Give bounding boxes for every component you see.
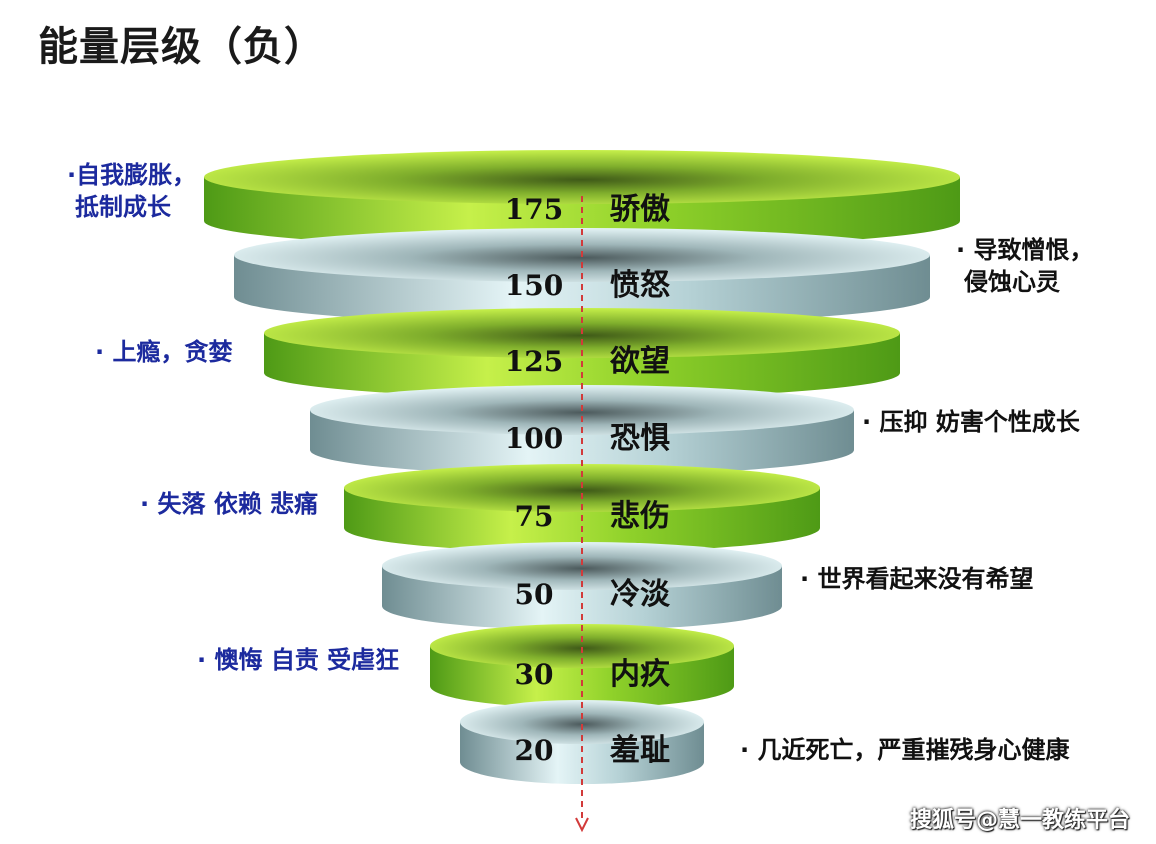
- disc-top: [382, 542, 782, 590]
- page-title: 能量层级（负）: [38, 23, 325, 70]
- note-line: · 几近死亡，严重摧残身心健康: [740, 736, 1070, 764]
- disc-top: [430, 624, 734, 668]
- level-note: · 导致憎恨， 侵蚀心灵: [956, 236, 1093, 296]
- note-line: · 世界看起来没有希望: [800, 565, 1033, 593]
- level-name: 愤怒: [610, 268, 670, 303]
- level-value: 175: [505, 193, 563, 226]
- level-note: · 压抑 妨害个性成长: [862, 408, 1081, 436]
- level-value: 20: [515, 734, 554, 767]
- level-name: 骄傲: [610, 192, 670, 227]
- level-value: 100: [505, 422, 563, 455]
- level-name: 冷淡: [610, 577, 671, 612]
- note-line: ·自我膨胀，: [67, 161, 196, 189]
- level-note: ·自我膨胀， 抵制成长: [67, 161, 196, 221]
- level-note: · 上瘾，贪婪: [95, 338, 232, 366]
- level-value: 75: [515, 500, 554, 533]
- level-name: 内疚: [610, 657, 670, 692]
- note-line: · 压抑 妨害个性成长: [862, 408, 1081, 436]
- note-line: 抵制成长: [75, 193, 172, 221]
- level-value: 125: [505, 345, 563, 378]
- level-value: 30: [515, 658, 554, 691]
- funnel-disc-20: [460, 700, 704, 784]
- note-line: · 失落 依赖 悲痛: [140, 490, 318, 518]
- note-line: · 导致憎恨，: [956, 236, 1093, 264]
- level-note: · 懊悔 自责 受虐狂: [197, 646, 399, 674]
- level-note: · 世界看起来没有希望: [800, 565, 1033, 593]
- note-line: 侵蚀心灵: [963, 268, 1060, 296]
- disc-top: [460, 700, 704, 744]
- note-line: · 上瘾，贪婪: [95, 338, 232, 366]
- level-note: · 几近死亡，严重摧残身心健康: [740, 736, 1070, 764]
- level-note: · 失落 依赖 悲痛: [140, 490, 318, 518]
- note-line: · 懊悔 自责 受虐狂: [197, 646, 399, 674]
- disc-top: [204, 150, 960, 204]
- level-value: 50: [515, 578, 554, 611]
- arrow-head-icon: [575, 817, 589, 833]
- level-name: 恐惧: [610, 421, 670, 456]
- level-name: 欲望: [609, 344, 670, 379]
- level-value: 150: [505, 269, 563, 302]
- funnel-disc-30: [430, 624, 734, 708]
- level-name: 羞耻: [609, 733, 670, 768]
- level-name: 悲伤: [610, 499, 670, 534]
- watermark-text: 搜狐号@慧一教练平台: [909, 808, 1130, 833]
